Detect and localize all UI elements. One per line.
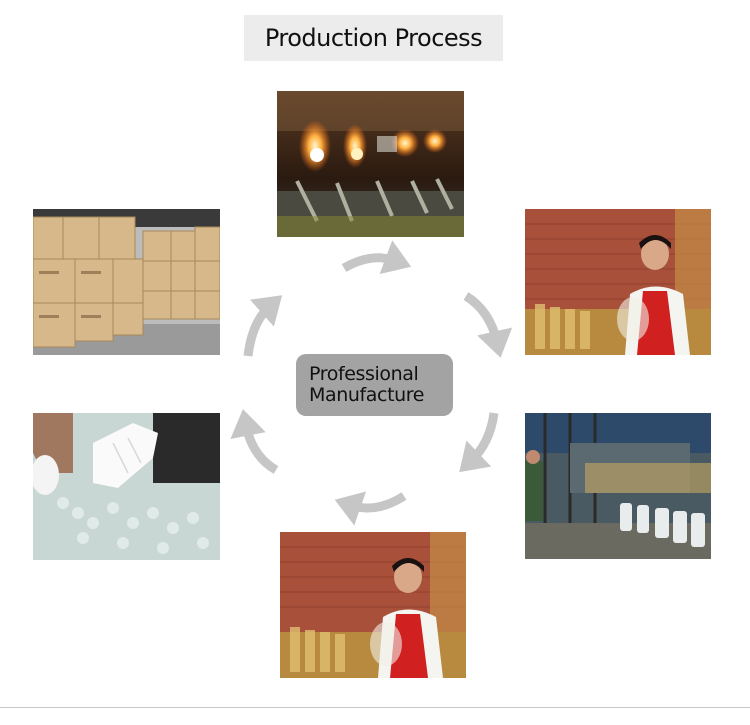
photo-annealing-conveyor — [525, 413, 711, 559]
curved-arrow-icon — [463, 292, 513, 358]
photo-worker-inspecting-bottom — [280, 532, 466, 678]
center-label-line2: Manufacture — [309, 384, 425, 406]
center-label-line1: Professional — [309, 363, 419, 385]
page-title: Production Process — [264, 24, 483, 52]
photo-bubble-wrap-packing — [33, 413, 220, 560]
photo-glass-flame-heating — [277, 91, 464, 237]
center-label-box: Professional Manufacture — [296, 354, 453, 416]
curved-arrow-icon — [243, 295, 283, 357]
curved-arrow-icon — [230, 409, 279, 474]
title-box: Production Process — [244, 15, 503, 61]
curved-arrow-icon — [341, 240, 412, 275]
curved-arrow-icon — [334, 491, 407, 526]
curved-arrow-icon — [459, 412, 499, 473]
photo-worker-inspecting-right — [525, 209, 711, 355]
bottom-divider — [0, 707, 750, 708]
photo-carton-boxes-stacked — [33, 209, 220, 355]
